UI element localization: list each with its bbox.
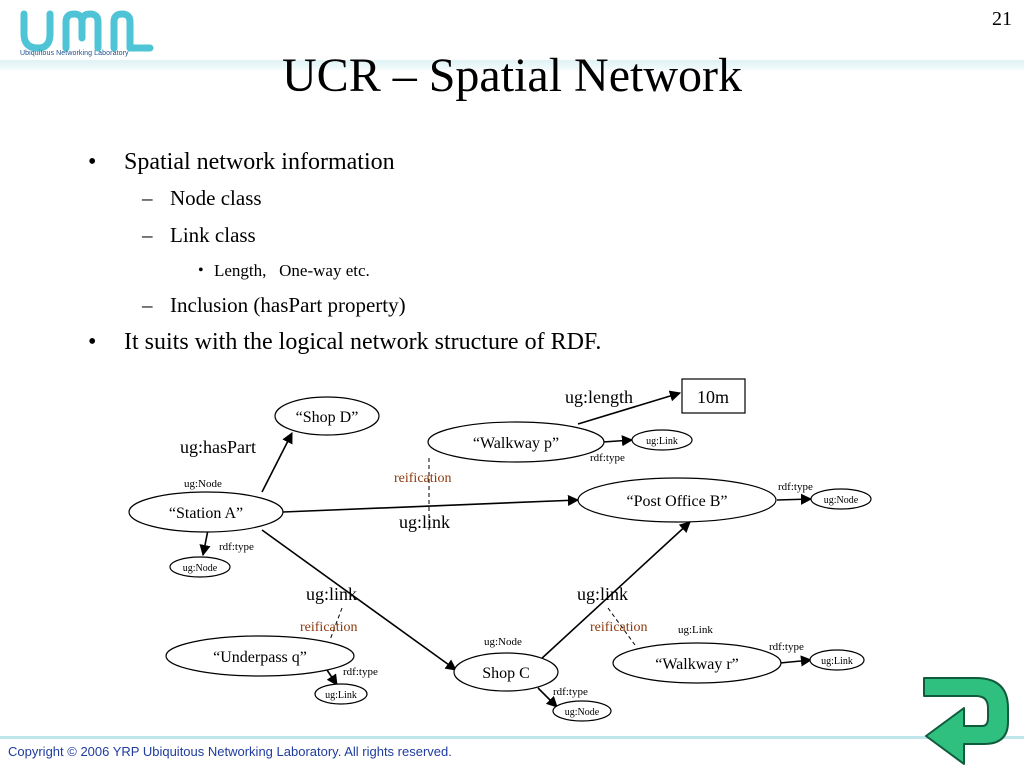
node-shop-c-label: Shop C <box>482 665 530 682</box>
bullet-marker: • <box>88 149 97 175</box>
edge-type-p-label: rdf:type <box>590 452 625 464</box>
node-shop-d <box>274 396 380 436</box>
edge-link-a-c-label: ug:link <box>306 584 357 604</box>
edge-length <box>577 390 682 425</box>
node-shop-d-label: “Shop D” <box>296 409 359 426</box>
node-type-link-r <box>809 649 865 671</box>
slide-title: UCR – Spatial Network <box>282 49 742 102</box>
node-post-office-b-label: “Post Office B” <box>626 493 727 510</box>
edge-type-b <box>776 493 813 505</box>
edge-type-r <box>779 655 813 667</box>
edge-type-c <box>537 687 558 708</box>
bullet-list: •Spatial network information –Node class… <box>86 144 601 360</box>
edge-link-a-c <box>261 529 457 671</box>
edge-link-a-b-label: ug:link <box>399 512 450 532</box>
bullet-marker: • <box>198 262 204 279</box>
node-type-node-c-label: ug:Node <box>565 707 600 718</box>
bullet-marker: – <box>142 186 153 210</box>
node-type-link-p-label: ug:Link <box>646 436 678 447</box>
return-arrow-icon[interactable] <box>918 672 1018 768</box>
node-walkway-p <box>427 421 605 463</box>
reification-q-label: reification <box>300 620 358 635</box>
reification-p-label: reification <box>394 471 452 486</box>
bullet-text: Node class <box>170 186 262 210</box>
reification-link-q <box>329 607 343 641</box>
edge-haspart-label: ug:hasPart <box>180 437 256 457</box>
lab-logo <box>20 10 154 52</box>
edge-type-r-label: rdf:type <box>769 641 804 653</box>
bullet-text: Spatial network information <box>124 149 395 175</box>
node-station-a <box>128 491 284 533</box>
node-above-a-label: ug:Node <box>184 478 222 490</box>
node-type-link-r-label: ug:Link <box>821 656 853 667</box>
node-walkway-p-label: “Walkway p” <box>473 435 559 452</box>
node-value-10m <box>681 378 746 414</box>
edge-haspart <box>261 432 293 493</box>
node-walkway-r-label: “Walkway r” <box>655 656 739 673</box>
edge-link-c-b-label: ug:link <box>577 584 628 604</box>
bullet-text: Length, One-way etc. <box>214 261 370 280</box>
node-type-node-b-label: ug:Node <box>824 495 859 506</box>
node-type-link-q <box>314 683 368 705</box>
node-above-c-label: ug:Node <box>484 636 522 648</box>
bullet-text: Inclusion (hasPart property) <box>170 293 406 317</box>
bullet-text: Link class <box>170 223 256 247</box>
node-type-node-a-label: ug:Node <box>183 563 218 574</box>
bullet-item: • Length, One-way etc. <box>86 254 601 287</box>
bullet-marker: • <box>88 329 97 355</box>
copyright-footer: Copyright © 2006 YRP Ubiquitous Networki… <box>8 744 452 759</box>
bullet-marker: – <box>142 223 153 247</box>
bullet-item: –Link class <box>86 217 601 254</box>
bullet-item: –Node class <box>86 180 601 217</box>
node-underpass-q-label: “Underpass q” <box>213 649 307 666</box>
link-above-r-label: ug:Link <box>678 624 713 636</box>
node-type-link-q-label: ug:Link <box>325 690 357 701</box>
bullet-text: It suits with the logical network struct… <box>124 329 602 355</box>
reification-link-r <box>607 607 636 646</box>
footer-band <box>0 736 1024 739</box>
edge-type-q-label: rdf:type <box>343 666 378 678</box>
edge-type-b-label: rdf:type <box>778 481 813 493</box>
spatial-network-diagram: “Shop D” “Walkway p” “Station A” “Post O… <box>128 378 872 722</box>
bullet-marker: – <box>142 293 153 317</box>
edge-type-c-label: rdf:type <box>553 686 588 698</box>
node-shop-c <box>453 652 559 692</box>
node-station-a-label: “Station A” <box>169 505 243 522</box>
reification-r-label: reification <box>590 620 648 635</box>
node-type-node-b <box>810 488 872 510</box>
edge-link-c-b <box>539 521 691 661</box>
edge-type-a <box>199 529 211 557</box>
edge-type-a-label: rdf:type <box>219 541 254 553</box>
node-underpass-q <box>165 635 355 677</box>
bullet-item: –Inclusion (hasPart property) <box>86 287 601 324</box>
edge-length-label: ug:length <box>565 387 633 407</box>
bullet-item: • Spatial network information <box>86 144 601 180</box>
edge-type-p <box>602 435 634 447</box>
node-post-office-b <box>577 477 777 523</box>
node-walkway-r <box>612 642 782 684</box>
header-band <box>0 60 1024 70</box>
page-number: 21 <box>992 8 1012 30</box>
node-value-10m-label: 10m <box>697 387 729 407</box>
bullet-item: • It suits with the logical network struc… <box>86 324 601 360</box>
node-type-link-p <box>631 429 693 451</box>
edge-link-a-b <box>282 494 580 513</box>
logo-text: Ubiquitous Networking Laboratory <box>20 50 129 57</box>
node-type-node-a <box>169 556 231 578</box>
node-type-node-c <box>552 700 612 722</box>
